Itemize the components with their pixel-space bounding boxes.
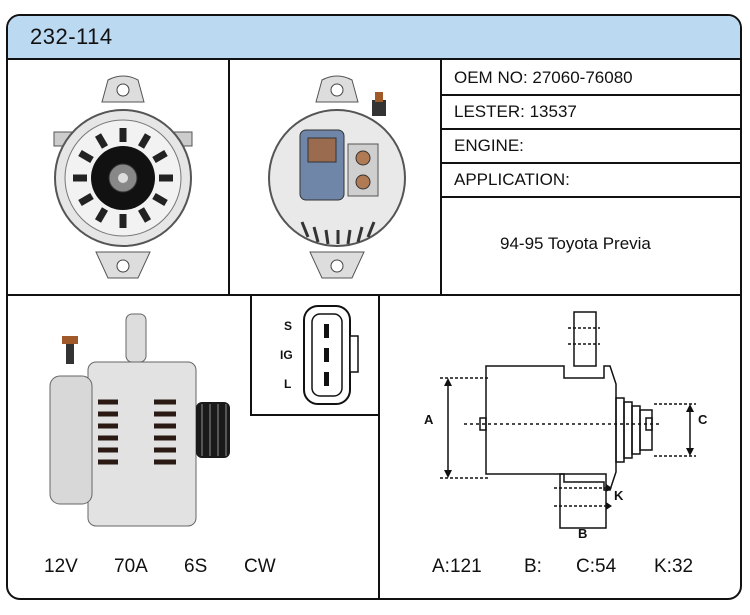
connector-diagram <box>303 305 359 405</box>
dim-a-label: A <box>424 412 434 427</box>
divider <box>440 196 740 198</box>
divider <box>228 60 230 296</box>
product-card: 232-114 OEM NO: 27060-76080 LESTER: 1353… <box>6 14 742 600</box>
pin-l-label: L <box>284 377 292 391</box>
dim-k-value: K:32 <box>654 556 694 577</box>
application-value: 94-95 Toyota Previa <box>500 234 651 253</box>
pulley-spec: 6S <box>184 556 208 577</box>
lester-number: LESTER: 13537 <box>454 102 577 121</box>
divider <box>250 414 380 416</box>
dim-b-value: B: <box>524 556 542 577</box>
alternator-rear-image <box>268 75 406 279</box>
dimension-diagram <box>440 311 696 529</box>
divider <box>440 94 740 96</box>
dim-c-label: C <box>698 412 708 427</box>
dim-c-value: C:54 <box>576 556 617 577</box>
divider <box>440 128 740 130</box>
divider <box>440 60 442 296</box>
oem-number: OEM NO: 27060-76080 <box>454 68 633 87</box>
divider <box>440 162 740 164</box>
engine-label: ENGINE: <box>454 136 524 155</box>
amperage-spec: 70A <box>114 556 148 577</box>
pin-ig-label: IG <box>280 348 293 362</box>
dim-k-label: K <box>614 488 624 503</box>
application-label: APPLICATION: <box>454 170 570 189</box>
pin-s-label: S <box>284 319 293 333</box>
alternator-side-image <box>49 313 230 527</box>
dim-a-value: A:121 <box>432 556 482 577</box>
part-number-title: 232-114 <box>30 24 113 49</box>
rotation-spec: CW <box>244 556 276 577</box>
title-bar: 232-114 <box>8 16 740 60</box>
divider <box>250 294 252 416</box>
divider <box>8 294 740 296</box>
divider <box>378 296 380 598</box>
voltage-spec: 12V <box>44 556 78 577</box>
dim-b-label: B <box>578 526 588 541</box>
alternator-front-image <box>53 75 193 279</box>
